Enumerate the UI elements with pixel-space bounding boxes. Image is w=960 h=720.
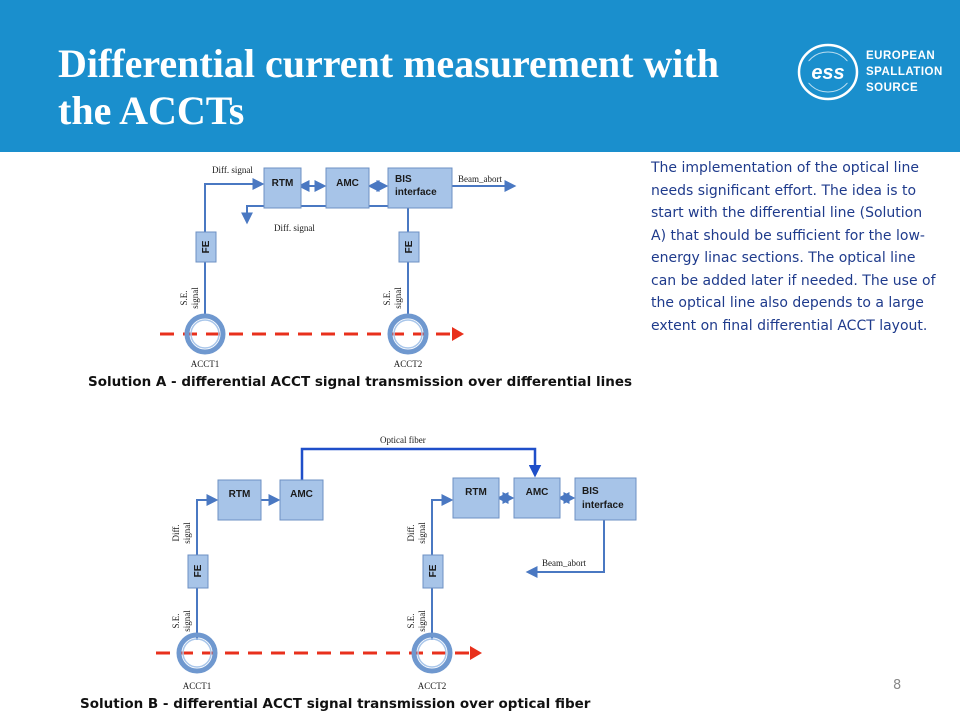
box-a-amc — [325, 167, 370, 209]
label-a-fe-right: FE — [404, 240, 415, 253]
label-a-acct2: ACCT2 — [394, 359, 423, 369]
label-b-acct2: ACCT2 — [418, 681, 447, 691]
diagram-solution-b: Optical fiber RTM AMC RTM AMC BIS interf… — [156, 435, 637, 691]
label-a-fe-left: FE — [201, 240, 212, 253]
wire-a-fe-diff-line — [241, 205, 409, 232]
box-b-amc-left — [279, 479, 324, 521]
label-b-diff-left-1: Diff. — [171, 524, 181, 541]
diagram-solution-a: RTM AMC BIS interface FE FE Diff. signal… — [160, 165, 517, 369]
wire-a-fe-rtm — [204, 178, 265, 232]
label-b-se-right-1: S.E. — [406, 613, 416, 628]
caption-solution-a: Solution A - differential ACCT signal tr… — [88, 374, 633, 390]
label-a-diff-signal-mid: Diff. signal — [274, 223, 315, 233]
label-b-rtm-right: RTM — [465, 487, 487, 498]
slide-title: Differential current measurement with th… — [58, 41, 719, 133]
label-b-se-left-2: signal — [182, 610, 192, 632]
acct2-ring-inner-b — [417, 638, 447, 668]
box-b-fe-right — [422, 554, 444, 589]
label-a-diff-signal-top: Diff. signal — [212, 165, 253, 175]
label-b-beam-abort: Beam_abort — [542, 558, 586, 568]
acct1-ring-inner-a — [190, 319, 220, 349]
label-b-rtm-left: RTM — [229, 489, 251, 500]
label-a-rtm: RTM — [272, 178, 294, 189]
logo-line-european: EUROPEAN — [866, 50, 936, 62]
wire-b-fe-rtm-right — [431, 494, 454, 555]
logo-mark-text: ess — [811, 62, 844, 84]
box-a-bis — [387, 167, 453, 209]
label-b-diff-right-2: signal — [417, 522, 427, 544]
acct1-ring-inner-b — [182, 638, 212, 668]
label-b-se-left-1: S.E. — [171, 613, 181, 628]
box-a-fe-right — [398, 231, 420, 263]
beam-arrow-a — [452, 327, 464, 341]
box-b-fe-left — [187, 554, 209, 589]
label-b-fe-left: FE — [193, 564, 204, 577]
label-a-se-right-1: S.E. — [382, 290, 392, 305]
logo-line-spallation: SPALLATION — [866, 66, 943, 78]
label-a-bis-line2: interface — [395, 187, 437, 198]
ess-logo: ess EUROPEAN SPALLATION SOURCE — [796, 36, 946, 116]
label-a-se-left-1: S.E. — [179, 290, 189, 305]
label-a-se-left-2: signal — [190, 287, 200, 309]
label-a-beam-abort: Beam_abort — [458, 174, 502, 184]
label-b-optical-fiber: Optical fiber — [380, 435, 426, 445]
label-b-bis-line2: interface — [582, 500, 624, 511]
box-b-bis — [574, 477, 637, 521]
label-b-diff-right-1: Diff. — [406, 524, 416, 541]
label-a-bis-line1: BIS — [395, 174, 412, 185]
acct2-ring-a — [387, 313, 429, 355]
label-a-acct1: ACCT1 — [191, 359, 220, 369]
wire-b-fe-rtm-left — [196, 494, 219, 555]
acct2-ring-b — [411, 632, 453, 674]
box-b-rtm-left — [217, 479, 262, 521]
box-b-amc-right — [513, 477, 561, 519]
label-b-fe-right: FE — [428, 564, 439, 577]
label-a-amc: AMC — [336, 178, 359, 189]
label-b-diff-left-2: signal — [182, 522, 192, 544]
label-b-bis-line1: BIS — [582, 486, 599, 497]
label-b-acct1: ACCT1 — [183, 681, 212, 691]
box-a-fe-left — [195, 231, 217, 263]
label-b-amc-right: AMC — [526, 487, 549, 498]
beam-arrow-b — [470, 646, 482, 660]
wire-b-optical-fiber — [300, 447, 542, 481]
description-text: The implementation of the optical line n… — [651, 160, 936, 334]
acct1-ring-b — [176, 632, 218, 674]
ess-logo-mark: ess — [797, 43, 859, 101]
wire-b-beam-abort — [525, 520, 605, 578]
box-a-rtm — [263, 167, 302, 209]
page-number: 8 — [893, 678, 902, 693]
box-b-rtm-right — [452, 477, 500, 519]
caption-solution-b: Solution B - differential ACCT signal tr… — [80, 696, 591, 712]
logo-line-source: SOURCE — [866, 82, 919, 94]
label-b-amc-left: AMC — [290, 489, 313, 500]
acct2-ring-inner-a — [393, 319, 423, 349]
acct1-ring-a — [184, 313, 226, 355]
label-b-se-right-2: signal — [417, 610, 427, 632]
label-a-se-right-2: signal — [393, 287, 403, 309]
